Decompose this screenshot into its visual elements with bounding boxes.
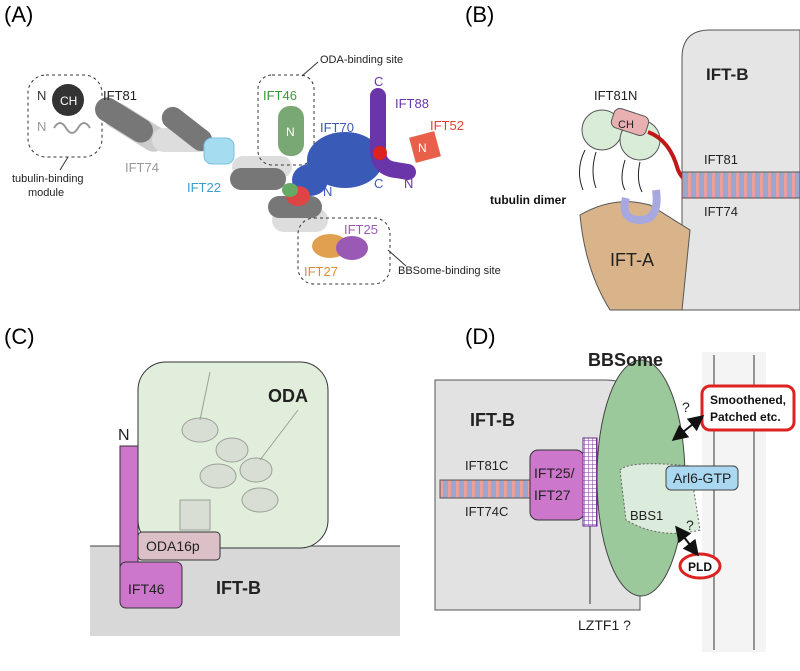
pld-arrow — [675, 525, 699, 557]
ift25-ift27-box — [529, 449, 585, 521]
smoothened-box — [700, 384, 796, 432]
ift25-label: IFT25 — [344, 222, 378, 237]
oda-binding-site-box — [257, 74, 315, 166]
ift46-label: IFT46 — [263, 88, 297, 103]
ift27-label-d: IFT27 — [534, 487, 571, 503]
pld-box — [678, 552, 722, 580]
lztf1-bar — [582, 437, 598, 527]
ift52-binding-dot — [373, 146, 387, 160]
smoothened-label-1: Smoothened, — [710, 393, 786, 407]
ift-b-block-b — [681, 29, 800, 311]
bbsome-site-leader — [387, 249, 407, 267]
ift46-n-label: N — [286, 125, 295, 139]
ift-b-label-b: IFT-B — [706, 65, 749, 84]
ift81-label: IFT81 — [103, 88, 137, 103]
q-mark-1: ? — [682, 399, 690, 415]
lztf1-label: LZTF1 ? — [578, 617, 631, 633]
ift52-n-label: N — [418, 141, 427, 155]
ift52-label: IFT52 — [430, 118, 464, 133]
ift81n-label: IFT81N — [594, 88, 637, 103]
panel-b: (B) IFT-B IFT-A tubulin dimer CH IFT81N … — [465, 2, 800, 311]
ift81-ift74-coil — [681, 171, 800, 199]
bbsome-binding-site-box — [297, 217, 391, 285]
ift81-n-label: N — [37, 88, 46, 103]
ift46-stem — [119, 445, 139, 575]
ch-domain — [52, 84, 84, 116]
ift70-label: IFT70 — [320, 120, 354, 135]
oda16p-box — [137, 531, 221, 561]
ift74-label-b: IFT74 — [704, 204, 738, 219]
panel-d-label: (D) — [465, 324, 496, 349]
ift46-domain — [278, 106, 304, 156]
ift52-domain — [409, 131, 441, 163]
ift74-n-hook — [620, 189, 661, 225]
arl6-gtp-box — [665, 465, 739, 491]
bbsome-binding-site-label: BBSome-binding site — [398, 265, 501, 277]
ift81-label-b: IFT81 — [704, 152, 738, 167]
ift74c-label: IFT74C — [465, 504, 508, 519]
tubulin-binding-module-box — [27, 74, 103, 158]
ift-a-block — [579, 201, 691, 311]
oda16p-label: ODA16p — [146, 538, 200, 554]
panel-c-label: (C) — [4, 324, 35, 349]
ift25-domain — [336, 236, 368, 260]
tubulin-tails — [579, 149, 643, 193]
ift81c-label: IFT81C — [465, 458, 508, 473]
panel-d: (D) IFT-B BBSome BBS1 IFT81C IFT74C IFT2… — [434, 324, 796, 652]
oda-binding-site-label: ODA-binding site — [320, 54, 403, 66]
panel-a-label: (A) — [4, 2, 33, 27]
ift22-label: IFT22 — [187, 180, 221, 195]
ch-label: CH — [60, 94, 77, 108]
panel-a: (A) CH N N tubulin-binding module IFT81 … — [4, 2, 501, 285]
tubulin-dimer-label: tubulin dimer — [490, 193, 566, 207]
ch-label-b: CH — [618, 119, 634, 131]
ift-b-label-c: IFT-B — [216, 578, 261, 598]
pld-label: PLD — [688, 560, 712, 574]
tubulin-module-leader — [59, 156, 69, 171]
ch-domain-b — [610, 107, 650, 137]
ift46-box — [119, 561, 183, 609]
smoothened-arrow — [671, 415, 705, 441]
arl6-gtp-label: Arl6-GTP — [673, 470, 731, 486]
ift74-label: IFT74 — [125, 160, 159, 175]
oda-label: ODA — [268, 386, 308, 406]
tubulin-module-label-1: tubulin-binding — [12, 173, 84, 185]
ift81-ift74-coiled-coil — [95, 97, 328, 232]
oda-site-leader — [301, 61, 319, 77]
ift70-n-label: N — [323, 184, 332, 199]
ift-b-label-d: IFT-B — [470, 410, 515, 430]
ift22-domain — [203, 137, 235, 165]
ift25-label-d: IFT25/ — [534, 465, 575, 481]
ift88-c-label: C — [374, 74, 383, 89]
ift46-label-c: IFT46 — [128, 581, 165, 597]
ift70-c-label: C — [374, 176, 383, 191]
ift27-label: IFT27 — [304, 264, 338, 279]
panel-c: (C) IFT-B ODA IFT46 N ODA16p — [4, 324, 400, 636]
ift88-n-label: N — [404, 176, 413, 191]
panel-b-label: (B) — [465, 2, 494, 27]
ift88-label: IFT88 — [395, 96, 429, 111]
bbsome-label: BBSome — [588, 350, 663, 370]
ift81c-ift74c-coil — [439, 479, 533, 499]
oda-structure — [179, 371, 299, 531]
ift-a-label: IFT-A — [610, 250, 654, 270]
tubulin-module-label-2: module — [28, 187, 64, 199]
ift74-n-tail — [53, 122, 91, 134]
ift46-n-label-c: N — [118, 427, 130, 444]
bbs1-label: BBS1 — [630, 508, 663, 523]
ift74-n-label: N — [37, 119, 46, 134]
smoothened-label-2: Patched etc. — [710, 410, 781, 424]
q-mark-2: ? — [686, 517, 694, 533]
